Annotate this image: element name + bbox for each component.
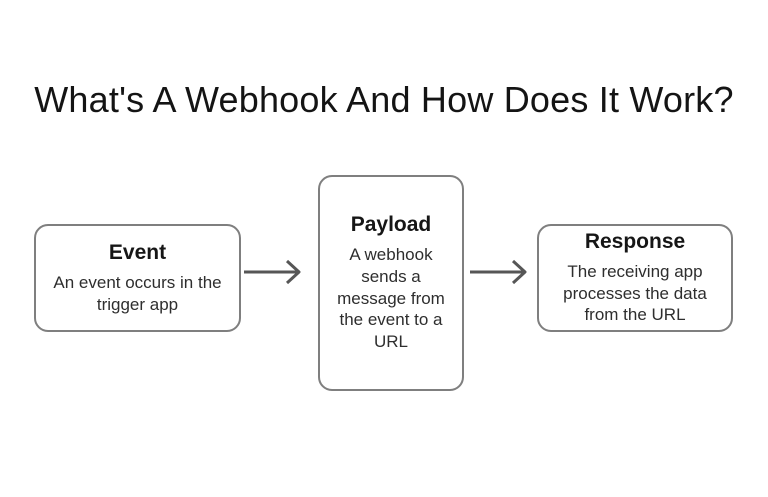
payload-box-heading: Payload [350, 213, 432, 237]
payload-box: Payload A webhook sends a message from t… [318, 175, 464, 391]
payload-box-body: A webhook sends a message from the event… [337, 245, 445, 352]
event-box-heading: Event [108, 240, 167, 264]
event-box-body: An event occurs in the trigger app [53, 272, 222, 314]
response-box-body: The receiving app processes the data fro… [563, 261, 707, 325]
response-box: Response The receiving app processes the… [537, 224, 733, 332]
page-title: What's A Webhook And How Does It Work? [34, 79, 734, 120]
event-box: Event An event occurs in the trigger app [34, 224, 241, 332]
arrow-right-icon [470, 259, 527, 285]
response-box-heading: Response [584, 229, 686, 253]
arrow-right-icon [244, 259, 301, 285]
